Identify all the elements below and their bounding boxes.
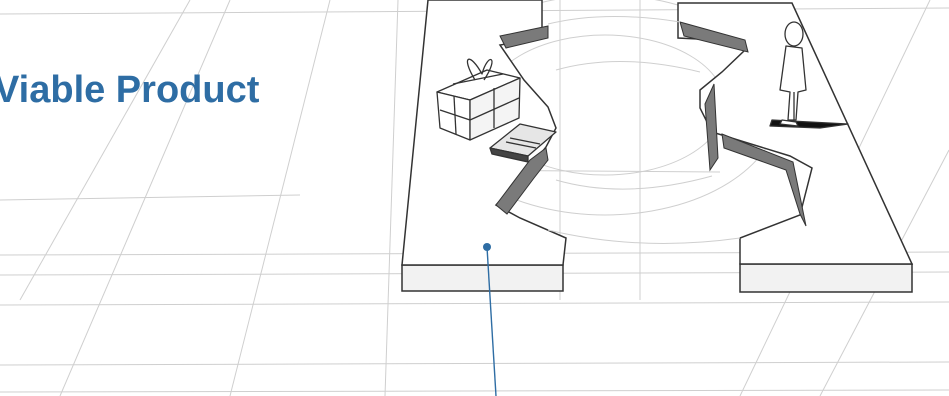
- slide-title: Viable Product: [0, 71, 259, 109]
